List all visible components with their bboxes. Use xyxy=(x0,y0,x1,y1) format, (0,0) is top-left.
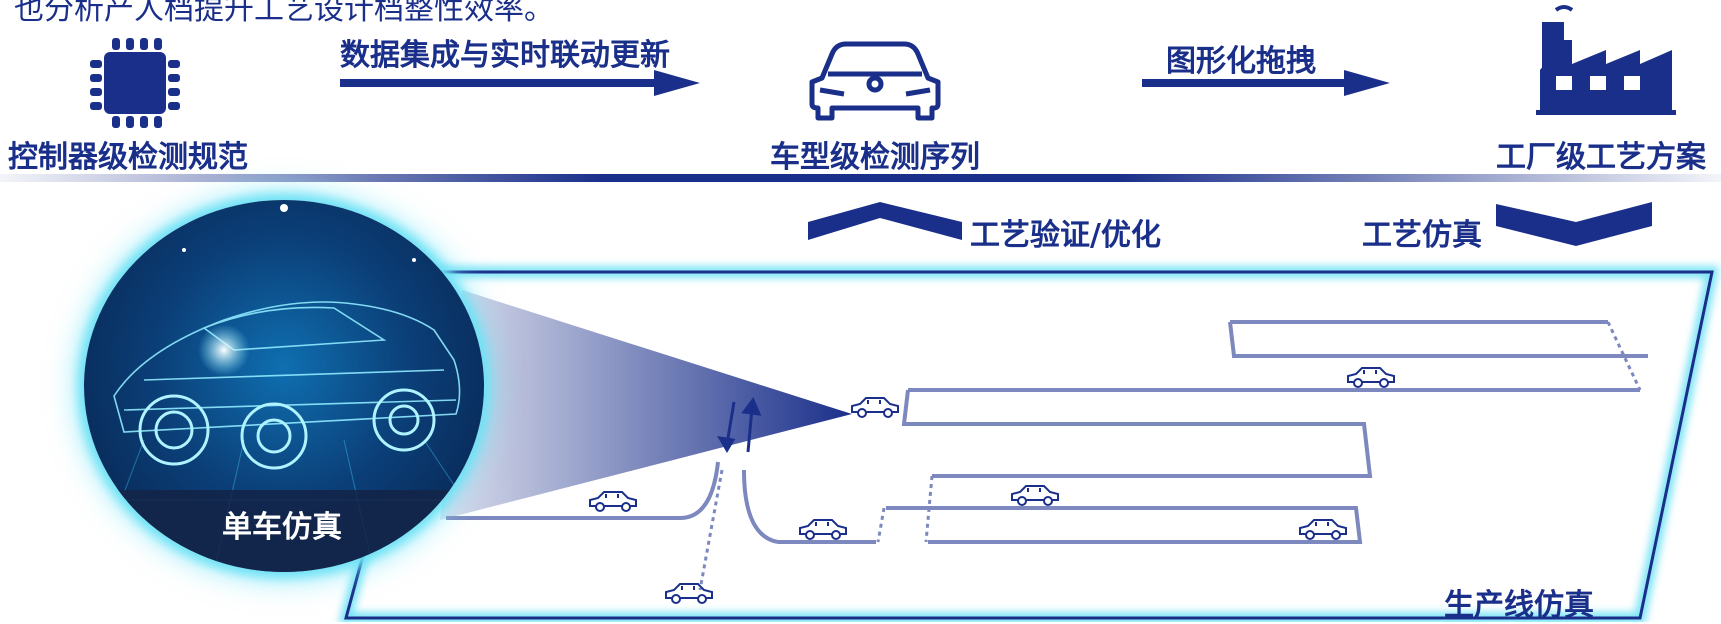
controller-level-label: 控制器级检测规范 xyxy=(8,140,248,175)
car-icon xyxy=(665,583,713,604)
car-icon xyxy=(851,397,899,418)
car-icon xyxy=(1347,367,1395,388)
wireframe-car-image xyxy=(84,204,484,572)
factory-icon xyxy=(1536,5,1676,115)
process-simulation-label: 工艺仿真 xyxy=(1362,218,1482,253)
single-vehicle-band xyxy=(84,490,484,572)
zoom-beam xyxy=(440,290,852,520)
chevron-up-icon xyxy=(808,202,962,240)
vehicle-level-label: 车型级检测序列 xyxy=(770,140,980,175)
data-integration-label: 数据集成与实时联动更新 xyxy=(340,38,670,73)
single-vehicle-circle xyxy=(84,200,484,572)
car-icon xyxy=(799,519,847,540)
graphical-drag-label: 图形化拖拽 xyxy=(1166,44,1316,79)
factory-level-label: 工厂级工艺方案 xyxy=(1496,140,1706,175)
single-vehicle-label: 单车仿真 xyxy=(222,510,342,545)
verify-optimize-label: 工艺验证/优化 xyxy=(970,218,1161,253)
chevron-down-icon xyxy=(1496,202,1652,246)
section-divider xyxy=(0,174,1721,182)
chip-icon xyxy=(90,38,180,128)
transfer-arrows-icon xyxy=(717,397,762,453)
car-front-icon xyxy=(809,41,941,121)
arrow-data-integration xyxy=(340,70,700,96)
car-icon xyxy=(1011,485,1059,506)
dotted-connectors xyxy=(698,321,1642,591)
conveyor-tracks xyxy=(446,320,1648,544)
car-icon xyxy=(589,491,637,512)
car-icon xyxy=(1299,519,1347,540)
arrow-graphical-drag xyxy=(1142,70,1390,96)
production-line-label: 生产线仿真 xyxy=(1444,588,1594,623)
top-caption-cut: 也分析产人档提升工艺设计档整性效率。 xyxy=(14,0,554,27)
